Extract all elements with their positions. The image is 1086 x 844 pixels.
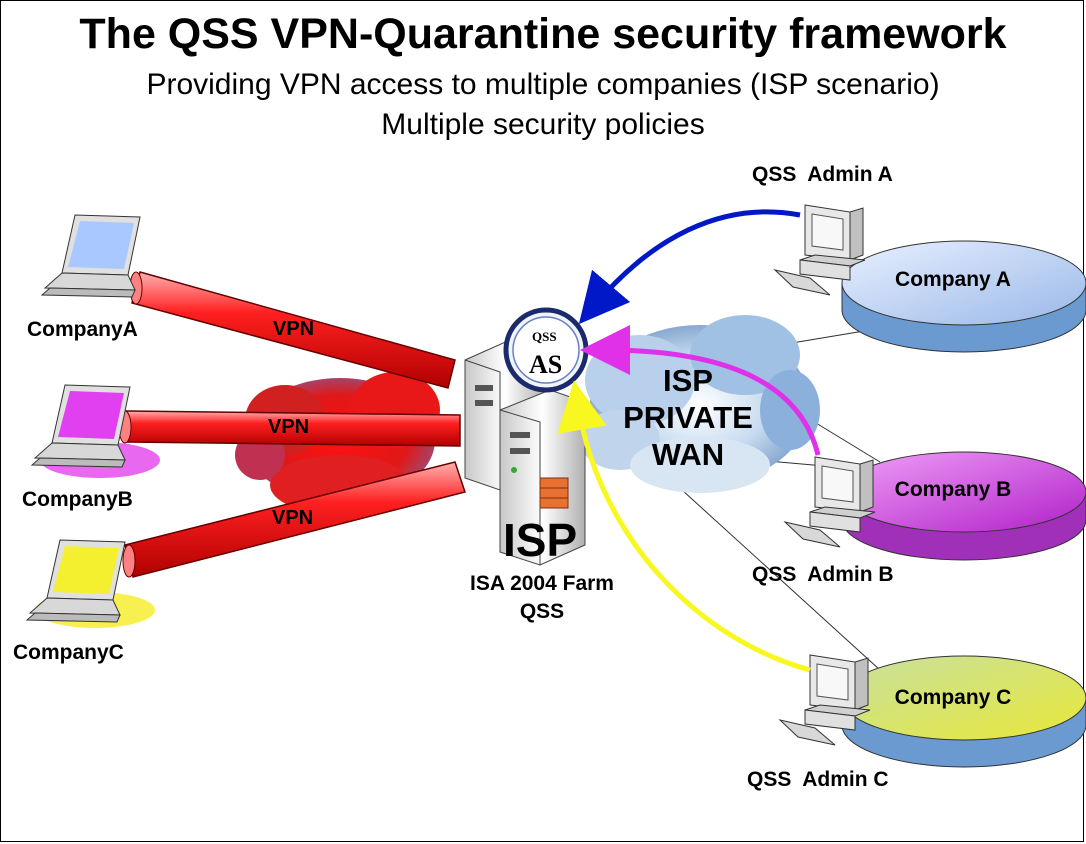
client-label-company-b: CompanyB (22, 488, 133, 511)
laptop-icon (40, 214, 141, 298)
qss-badge-small: QSS (532, 329, 557, 344)
desktop-computer-icon (783, 456, 876, 548)
qss-badge-big: AS (529, 350, 563, 379)
wan-line-1: ISP (663, 363, 713, 398)
diagram-title: The QSS VPN-Quarantine security framewor… (79, 10, 1007, 58)
admin-b-arrow (580, 325, 821, 456)
vpn-label: VPN (273, 318, 315, 340)
diagram-subtitle-1: Providing VPN access to multiple compani… (146, 68, 940, 101)
admin-b-label: QSS Admin B (752, 563, 894, 586)
company-c-label: Company C (894, 686, 1012, 709)
client-label-company-a: CompanyA (27, 318, 138, 341)
vpn-label: VPN (272, 507, 314, 529)
diagram-subtitle-2: Multiple security policies (381, 108, 705, 141)
isa-farm-caption: ISA 2004 Farm (470, 572, 614, 595)
wan-line-2: PRIVATE (623, 400, 753, 435)
admin-c-arrow (557, 380, 811, 673)
desktop-computer-icon (778, 654, 871, 746)
vpn-label: VPN (268, 416, 310, 438)
company-a-label: Company A (895, 268, 1011, 291)
company-b-label: Company B (894, 478, 1012, 501)
isp-wan-cloud (580, 315, 820, 493)
client-label-company-c: CompanyC (13, 641, 124, 664)
wan-line-3: WAN (651, 437, 725, 472)
vpn-tunnels (118, 271, 466, 578)
laptop-icon (25, 539, 155, 628)
isp-label: ISP (503, 514, 578, 566)
admin-a-label: QSS Admin A (752, 163, 893, 186)
admin-a-arrow (578, 209, 801, 325)
isa-farm-qss-caption: QSS (519, 600, 565, 623)
company-b-disk (841, 451, 1086, 561)
company-a-disk (841, 240, 1086, 353)
laptop-icon (30, 384, 160, 478)
desktop-computer-icon (773, 204, 866, 296)
company-c-disk (841, 655, 1086, 768)
admin-c-label: QSS Admin C (747, 768, 889, 791)
